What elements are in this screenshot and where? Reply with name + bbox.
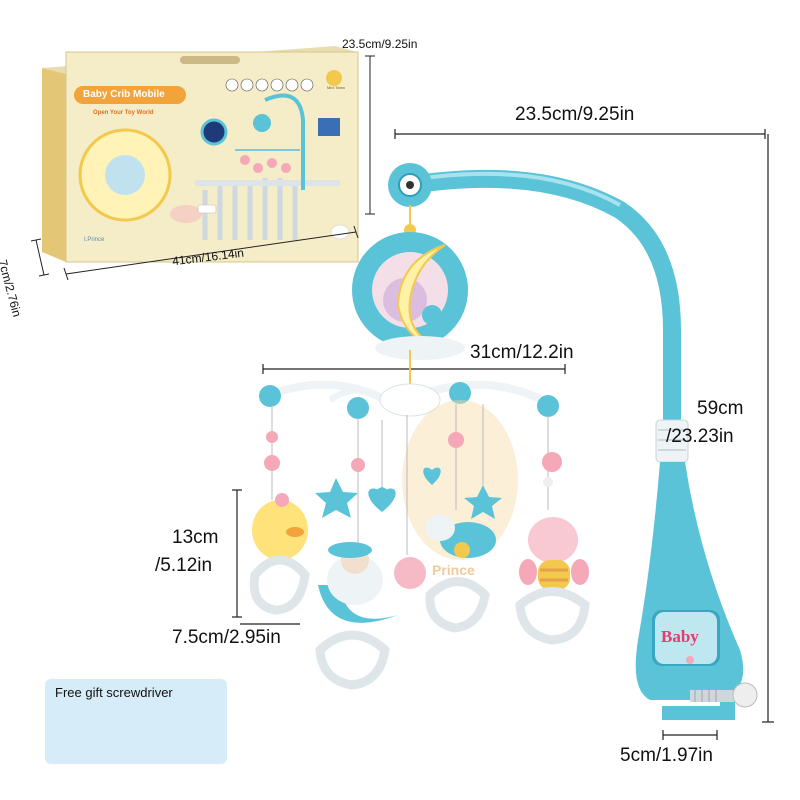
- toy-bee: [515, 452, 590, 645]
- box-brand: I.Prince: [84, 237, 105, 243]
- box-badge: Mini Tamo: [327, 85, 346, 90]
- toy-chick: [249, 431, 310, 615]
- toy-bunny: [425, 515, 496, 633]
- total-height-label-in: /23.23in: [666, 426, 734, 447]
- mobile-arm: [388, 163, 758, 720]
- base-baby-label: Baby: [661, 627, 699, 646]
- toy-sheep-moon: [315, 458, 398, 690]
- toy-height-label-cm: 13cm: [172, 527, 219, 548]
- mobile-dimension-lines: [232, 129, 774, 740]
- free-gift-panel: Free gift screwdriver: [45, 679, 227, 764]
- toy-width-label: 7.5cm/2.95in: [172, 627, 281, 648]
- box-height-label: 23.5cm/9.25in: [342, 37, 418, 51]
- hanger-width-label: 31cm/12.2in: [470, 342, 574, 363]
- projector: [352, 205, 468, 360]
- total-height-label-cm: 59cm: [697, 398, 744, 419]
- product-box: [42, 46, 359, 263]
- box-dimension-lines: [30, 55, 375, 281]
- watermark: Prince: [432, 562, 475, 578]
- arm-width-label: 23.5cm/9.25in: [515, 104, 635, 125]
- toy-height-label-in: /5.12in: [155, 555, 213, 576]
- clamp-width-label: 5cm/1.97in: [620, 745, 713, 766]
- box-title: Baby Crib Mobile: [83, 89, 165, 100]
- box-subtitle: Open Your Toy World: [93, 110, 154, 116]
- free-gift-label: Free gift screwdriver: [55, 685, 173, 700]
- toy-hearts-stars: [368, 432, 502, 589]
